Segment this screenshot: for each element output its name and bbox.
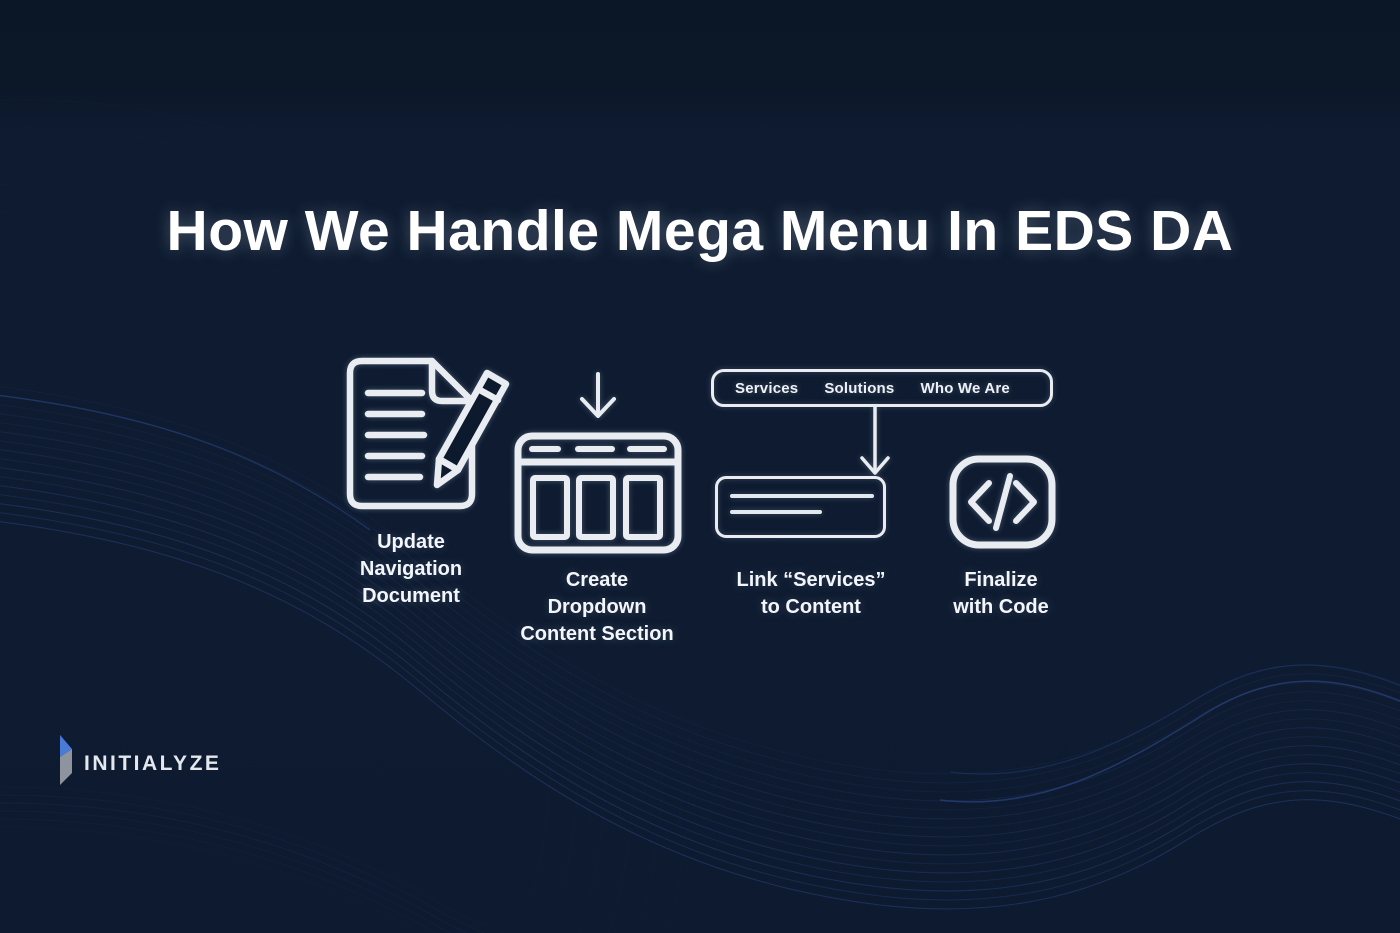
step-label-line: Update	[377, 531, 445, 553]
step-label-line: Content Section	[520, 623, 674, 645]
content-section-box	[715, 476, 886, 538]
step-label-line: Document	[362, 585, 460, 607]
slide-title: How We Handle Mega Menu In EDS DA	[166, 199, 1234, 263]
content-line	[730, 494, 874, 498]
step-label-line: to Content	[761, 596, 861, 618]
step-label-create-dropdown-content-section: Create Dropdown Content Section	[497, 567, 697, 648]
code-icon	[949, 455, 1056, 549]
step-label-line: with Code	[953, 596, 1049, 618]
menu-item-who-we-are: Who We Are	[920, 379, 1010, 397]
brand-name: INITIALYZE	[84, 752, 222, 775]
step-label-line: Dropdown	[547, 596, 647, 618]
step-label-line: Create	[565, 569, 629, 591]
menu-link-arrow-icon	[860, 406, 890, 475]
document-pencil-icon	[346, 357, 510, 510]
step-label-line: Link “Services”	[736, 569, 886, 591]
step-label-line: Finalize	[964, 569, 1038, 591]
menu-bar: Services Solutions Who We Are	[711, 369, 1053, 407]
menu-item-services: Services	[735, 379, 799, 397]
dropdown-grid-icon	[514, 432, 682, 554]
step-label-finalize-with-code: Finalize with Code	[901, 567, 1101, 621]
step-label-line: Navigation	[359, 558, 463, 580]
menu-item-solutions: Solutions	[824, 379, 895, 397]
arrow-down-icon	[580, 372, 616, 418]
step-label-link-services-to-content: Link “Services” to Content	[699, 567, 923, 621]
brand-logo: INITIALYZE	[58, 733, 298, 787]
content-line	[730, 510, 822, 514]
brand-logo-icon	[60, 735, 72, 785]
step-label-update-navigation-document: Update Navigation Document	[311, 529, 511, 610]
